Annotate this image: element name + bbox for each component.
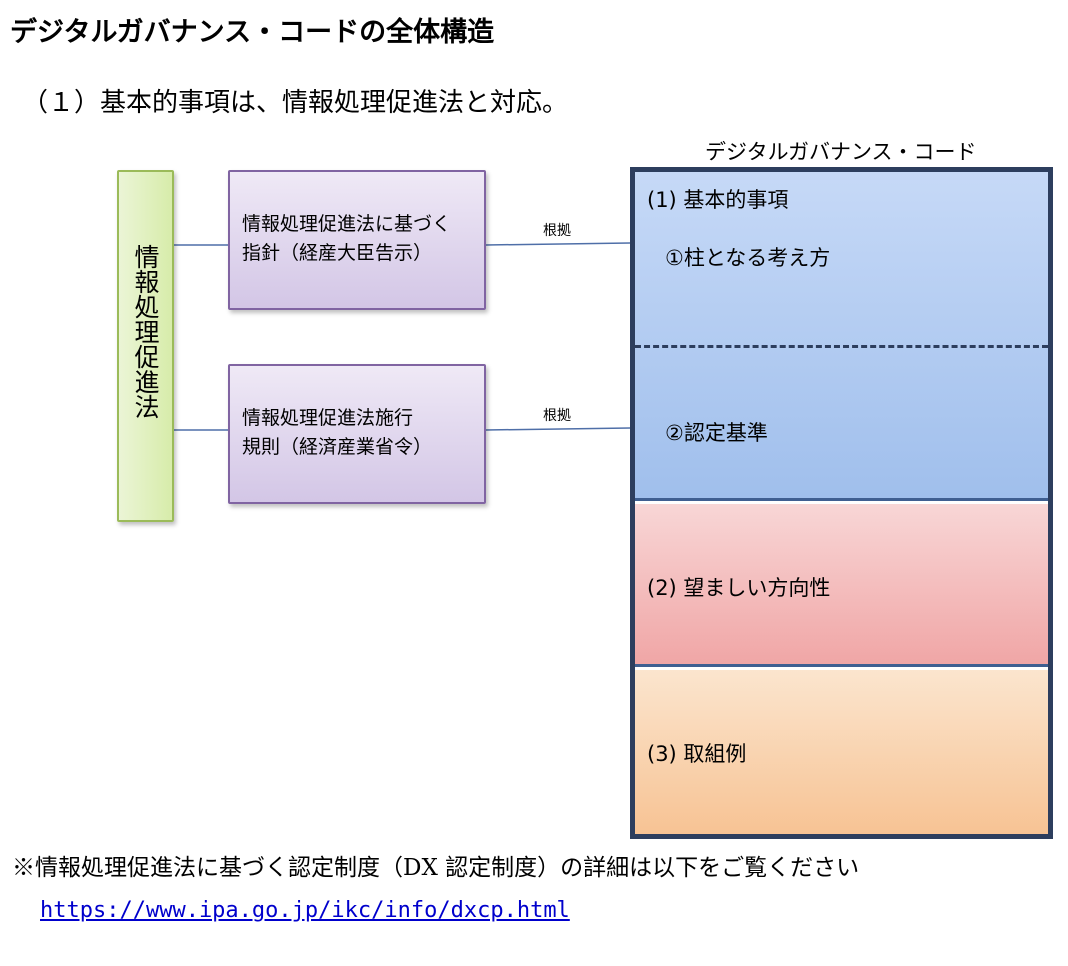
basis-label-bottom: 根拠	[543, 408, 571, 424]
section-desirable: (2) 望ましい方向性	[635, 504, 1048, 667]
guideline-box: 情報処理促進法に基づく 指針（経産大臣告示）	[228, 170, 486, 310]
law-label: 情報処理促進法	[131, 244, 160, 419]
code-title: デジタルガバナンス・コード	[705, 140, 977, 164]
basis-label-top: 根拠	[543, 223, 571, 239]
section-basic: (1) 基本的事項 ①柱となる考え方 ②認定基準	[635, 172, 1048, 501]
guideline-line-2: 指針（経産大臣告示）	[242, 242, 433, 264]
dashed-divider	[635, 345, 1048, 348]
subheading: （１）基本的事項は、情報処理促進法と対応。	[22, 88, 569, 118]
rule-line-2: 規則（経済産業省令）	[242, 436, 433, 458]
page-heading: デジタルガバナンス・コードの全体構造	[10, 17, 495, 48]
code-frame: (1) 基本的事項 ①柱となる考え方 ②認定基準 (2) 望ましい方向性 (3)…	[630, 167, 1053, 839]
connector-rule-code	[485, 427, 631, 431]
rule-line-1: 情報処理促進法施行	[242, 407, 414, 429]
section-pillar-label: ①柱となる考え方	[665, 246, 831, 270]
rule-box: 情報処理促進法施行 規則（経済産業省令）	[228, 364, 486, 504]
law-box: 情報処理促進法	[117, 170, 174, 522]
dxcp-link[interactable]: https://www.ipa.go.jp/ikc/info/dxcp.html	[40, 898, 570, 923]
section-examples: (3) 取組例	[635, 670, 1048, 834]
section-criteria-label: ②認定基準	[665, 421, 768, 445]
note-text: ※情報処理促進法に基づく認定制度（DX 認定制度）の詳細は以下をご覧ください	[12, 855, 860, 881]
guideline-line-1: 情報処理促進法に基づく	[242, 213, 452, 235]
section-basic-label: (1) 基本的事項	[647, 188, 789, 212]
section-desirable-label: (2) 望ましい方向性	[647, 576, 831, 600]
connector-guideline-code	[485, 242, 631, 246]
section-examples-label: (3) 取組例	[647, 742, 747, 766]
